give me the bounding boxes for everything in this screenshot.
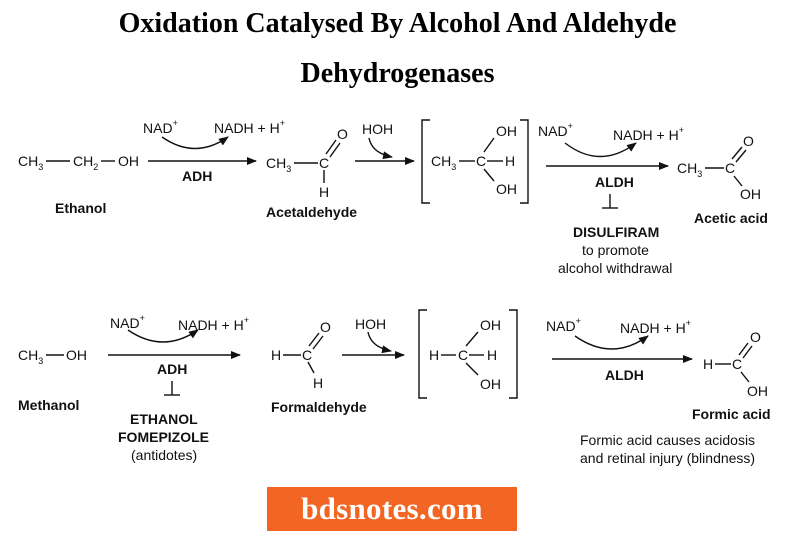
acetaldehyde-structure: CH3 C O H (266, 126, 348, 200)
disulfiram-note-line-2: alcohol withdrawal (558, 260, 672, 276)
svg-text:OH: OH (480, 317, 501, 333)
svg-text:O: O (337, 126, 348, 142)
antidote-ethanol-label: ETHANOL (130, 411, 198, 427)
svg-text:CH3: CH3 (677, 160, 702, 179)
acetic-acid-structure: CH3 C O OH (677, 133, 761, 202)
nadh-label: NADH + H+ (214, 118, 285, 136)
svg-text:C: C (732, 356, 742, 372)
disulfiram-note-line-1: to promote (582, 242, 649, 258)
formaldehyde-structure: H C O H (271, 319, 331, 391)
gem-diol-methanol-structure: H C H OH OH (418, 309, 518, 399)
hoh-label: HOH (362, 121, 393, 137)
adh-arrow-ethanol (148, 136, 257, 165)
formic-acid-note-line-1: Formic acid causes acidosis (580, 432, 755, 448)
svg-text:C: C (319, 155, 329, 171)
svg-text:CH3: CH3 (431, 153, 456, 172)
svg-text:O: O (750, 329, 761, 345)
gem-diol-ethanol-structure: CH3 C H OH OH (421, 119, 529, 204)
svg-text:CH3: CH3 (18, 347, 43, 366)
formic-acid-note-line-2: and retinal injury (blindness) (580, 450, 755, 466)
svg-text:CH2: CH2 (73, 153, 98, 172)
title-line-2: Dehydrogenases (300, 58, 495, 89)
watermark-banner: bdsnotes.com (267, 487, 517, 531)
nadh-label: NADH + H+ (178, 315, 249, 333)
methanol-label: Methanol (18, 397, 79, 413)
svg-text:C: C (725, 160, 735, 176)
aldh-arrow-methanol (552, 335, 693, 363)
antidote-fomepizole-label: FOMEPIZOLE (118, 429, 209, 445)
methanol-structure: CH3 OH (18, 347, 87, 366)
svg-text:C: C (476, 153, 486, 169)
nad-label: NAD+ (143, 118, 178, 136)
svg-text:H: H (429, 347, 439, 363)
hoh-label: HOH (355, 316, 386, 332)
svg-text:H: H (271, 347, 281, 363)
disulfiram-label: DISULFIRAM (573, 224, 659, 240)
svg-text:OH: OH (118, 153, 139, 169)
svg-text:OH: OH (747, 383, 768, 399)
aldh-enzyme-label: ALDH (595, 174, 634, 190)
formic-acid-label: Formic acid (692, 406, 771, 422)
svg-text:H: H (487, 347, 497, 363)
svg-text:CH3: CH3 (18, 153, 43, 172)
acetaldehyde-label: Acetaldehyde (266, 204, 357, 220)
nad-label: NAD+ (538, 121, 573, 139)
svg-text:H: H (703, 356, 713, 372)
title-line-1: Oxidation Catalysed By Alcohol And Aldeh… (118, 8, 677, 39)
ethanol-label: Ethanol (55, 200, 106, 216)
nad-label: NAD+ (546, 316, 581, 334)
adh-enzyme-label: ADH (157, 361, 187, 377)
svg-text:OH: OH (496, 123, 517, 139)
inhibition-symbol-disulfiram (602, 194, 618, 209)
svg-text:H: H (505, 153, 515, 169)
aldh-arrow-ethanol (546, 142, 669, 170)
hydration-arrow-ethanol (355, 137, 415, 165)
hydration-arrow-methanol (342, 331, 405, 359)
formic-acid-structure: H C O OH (703, 329, 768, 399)
svg-text:OH: OH (66, 347, 87, 363)
aldh-enzyme-label: ALDH (605, 367, 644, 383)
nad-label: NAD+ (110, 313, 145, 331)
inhibition-symbol-antidotes (164, 381, 180, 396)
adh-enzyme-label: ADH (182, 168, 212, 184)
svg-text:OH: OH (740, 186, 761, 202)
nadh-label: NADH + H+ (613, 125, 684, 143)
svg-text:OH: OH (496, 181, 517, 197)
svg-text:O: O (743, 133, 754, 149)
nadh-label: NADH + H+ (620, 318, 691, 336)
acetic-acid-label: Acetic acid (694, 210, 768, 226)
ethanol-structure: CH3 CH2 OH (18, 153, 139, 172)
svg-text:H: H (313, 375, 323, 391)
svg-text:O: O (320, 319, 331, 335)
antidotes-note: (antidotes) (131, 447, 197, 463)
svg-text:C: C (302, 347, 312, 363)
svg-text:CH3: CH3 (266, 155, 291, 174)
adh-arrow-methanol (108, 329, 241, 359)
svg-text:OH: OH (480, 376, 501, 392)
svg-text:H: H (319, 184, 329, 200)
svg-text:C: C (458, 347, 468, 363)
formaldehyde-label: Formaldehyde (271, 399, 367, 415)
